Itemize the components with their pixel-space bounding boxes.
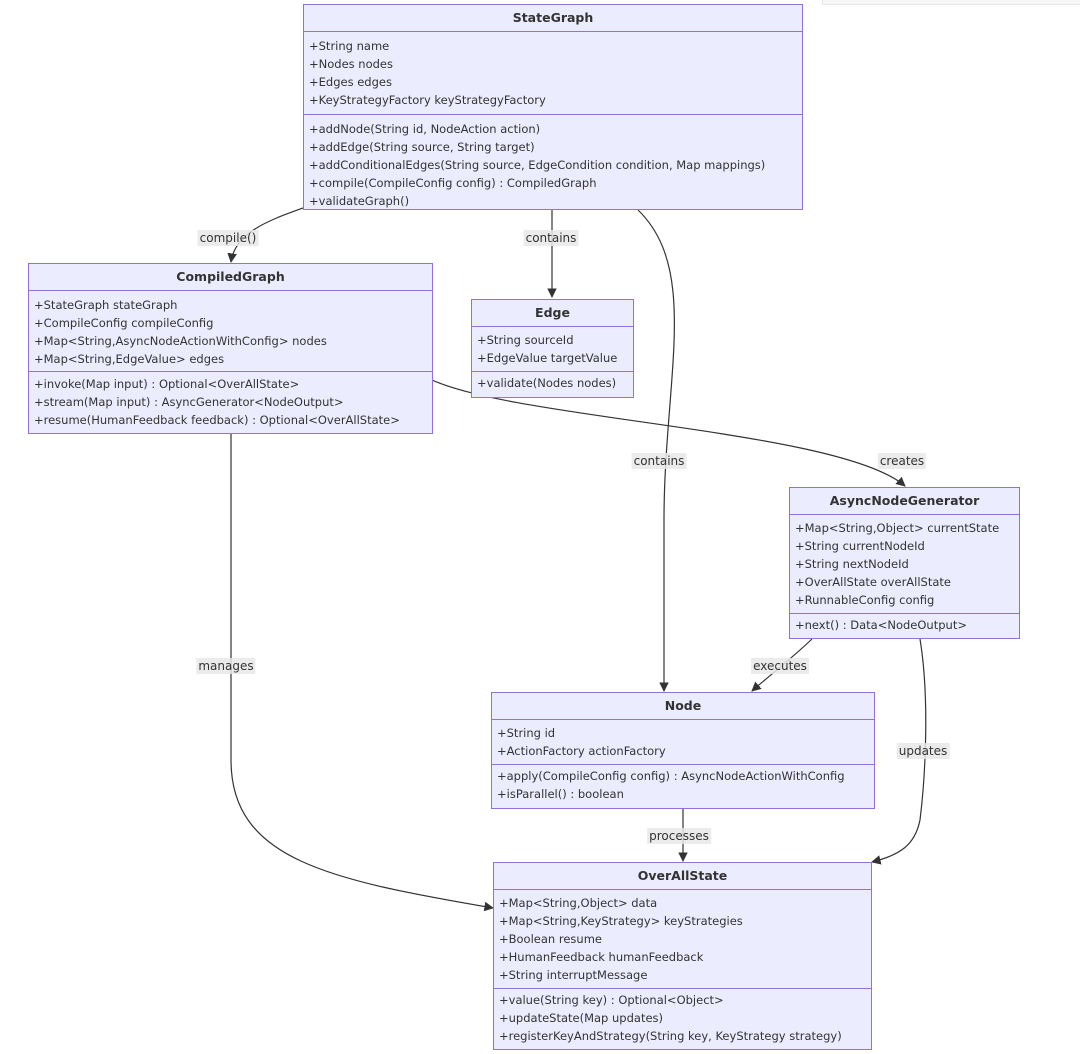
- class-overallstate: OverAllState +Map<String,Object> data +M…: [493, 862, 872, 1050]
- method-line: +validateGraph(): [309, 194, 410, 208]
- class-title: Edge: [472, 300, 633, 327]
- label-compile: compile(): [197, 230, 259, 246]
- methods-section: +apply(CompileConfig config) : AsyncNode…: [492, 764, 874, 803]
- attributes-section: +Map<String,Object> data +Map<String,Key…: [494, 890, 871, 988]
- class-title: Node: [492, 693, 874, 720]
- methods-section: +invoke(Map input) : Optional<OverAllSta…: [29, 371, 432, 429]
- attributes-section: +String name +Nodes nodes +Edges edges +…: [304, 32, 802, 114]
- class-compiledgraph: CompiledGraph +StateGraph stateGraph +Co…: [28, 263, 433, 434]
- attribute-line: +EdgeValue targetValue: [477, 351, 618, 365]
- attribute-line: +StateGraph stateGraph: [34, 298, 178, 312]
- methods-section: +validate(Nodes nodes): [472, 371, 633, 392]
- attribute-line: +String id: [497, 726, 556, 740]
- attribute-line: +HumanFeedback humanFeedback: [499, 950, 704, 964]
- attribute-line: +Map<String,Object> data: [499, 896, 658, 910]
- label-manages: manages: [196, 658, 256, 674]
- edge-manages: [230, 432, 494, 912]
- method-line: +value(String key) : Optional<Object>: [499, 993, 724, 1007]
- attributes-section: +StateGraph stateGraph +CompileConfig co…: [29, 291, 432, 371]
- edge-contains-node: [637, 209, 675, 692]
- attribute-line: +RunnableConfig config: [795, 593, 935, 607]
- edge-updates: [871, 638, 927, 865]
- methods-section: +addNode(String id, NodeAction action) +…: [304, 114, 802, 210]
- attribute-line: +String sourceId: [477, 333, 574, 347]
- attribute-line: +String currentNodeId: [795, 539, 925, 553]
- attribute-line: +String nextNodeId: [795, 557, 909, 571]
- attribute-line: +Boolean resume: [499, 932, 602, 946]
- attribute-line: +ActionFactory actionFactory: [497, 744, 666, 758]
- attribute-line: +String name: [309, 39, 390, 53]
- edge-compile: [227, 207, 304, 263]
- method-line: +updateState(Map updates): [499, 1011, 664, 1025]
- window-corner-edge: [822, 0, 1080, 5]
- attributes-section: +String id +ActionFactory actionFactory: [492, 720, 874, 764]
- method-line: +addEdge(String source, String target): [309, 140, 535, 154]
- method-line: +stream(Map input) : AsyncGenerator<Node…: [34, 395, 344, 409]
- method-line: +addNode(String id, NodeAction action): [309, 122, 541, 136]
- method-line: +addConditionalEdges(String source, Edge…: [309, 158, 766, 172]
- method-line: +isParallel() : boolean: [497, 787, 624, 801]
- class-title: AsyncNodeGenerator: [790, 488, 1019, 515]
- label-contains-node: contains: [631, 453, 687, 469]
- attributes-section: +Map<String,Object> currentState +String…: [790, 515, 1019, 613]
- attribute-line: +Map<String,EdgeValue> edges: [34, 352, 225, 366]
- attribute-line: +String interruptMessage: [499, 968, 648, 982]
- attribute-line: +Map<String,AsyncNodeActionWithConfig> n…: [34, 334, 327, 348]
- methods-section: +value(String key) : Optional<Object> +u…: [494, 988, 871, 1045]
- methods-section: +next() : Data<NodeOutput>: [790, 613, 1019, 634]
- attribute-line: +KeyStrategyFactory keyStrategyFactory: [309, 93, 546, 107]
- attribute-line: +Map<String,KeyStrategy> keyStrategies: [499, 914, 743, 928]
- class-title: StateGraph: [304, 5, 802, 32]
- label-updates: updates: [896, 743, 950, 759]
- attribute-line: +OverAllState overAllState: [795, 575, 951, 589]
- class-title: OverAllState: [494, 863, 871, 890]
- attribute-line: +CompileConfig compileConfig: [34, 316, 214, 330]
- method-line: +apply(CompileConfig config) : AsyncNode…: [497, 769, 845, 783]
- label-processes: processes: [647, 828, 711, 844]
- method-line: +invoke(Map input) : Optional<OverAllSta…: [34, 377, 300, 391]
- method-line: +next() : Data<NodeOutput>: [795, 618, 967, 632]
- method-line: +resume(HumanFeedback feedback) : Option…: [34, 413, 400, 427]
- method-line: +validate(Nodes nodes): [477, 376, 617, 390]
- label-executes: executes: [751, 658, 809, 674]
- attribute-line: +Nodes nodes: [309, 57, 393, 71]
- method-line: +registerKeyAndStrategy(String key, KeyS…: [499, 1029, 842, 1043]
- attribute-line: +Edges edges: [309, 75, 392, 89]
- class-edge: Edge +String sourceId +EdgeValue targetV…: [471, 299, 634, 398]
- attributes-section: +String sourceId +EdgeValue targetValue: [472, 327, 633, 371]
- method-line: +compile(CompileConfig config) : Compile…: [309, 176, 597, 190]
- label-contains-edge: contains: [523, 230, 579, 246]
- class-title: CompiledGraph: [29, 264, 432, 291]
- class-stategraph: StateGraph +String name +Nodes nodes +Ed…: [303, 4, 803, 210]
- attribute-line: +Map<String,Object> currentState: [795, 521, 1000, 535]
- class-asyncnodegenerator: AsyncNodeGenerator +Map<String,Object> c…: [789, 487, 1020, 639]
- class-node: Node +String id +ActionFactory actionFac…: [491, 692, 875, 809]
- label-creates: creates: [877, 453, 927, 469]
